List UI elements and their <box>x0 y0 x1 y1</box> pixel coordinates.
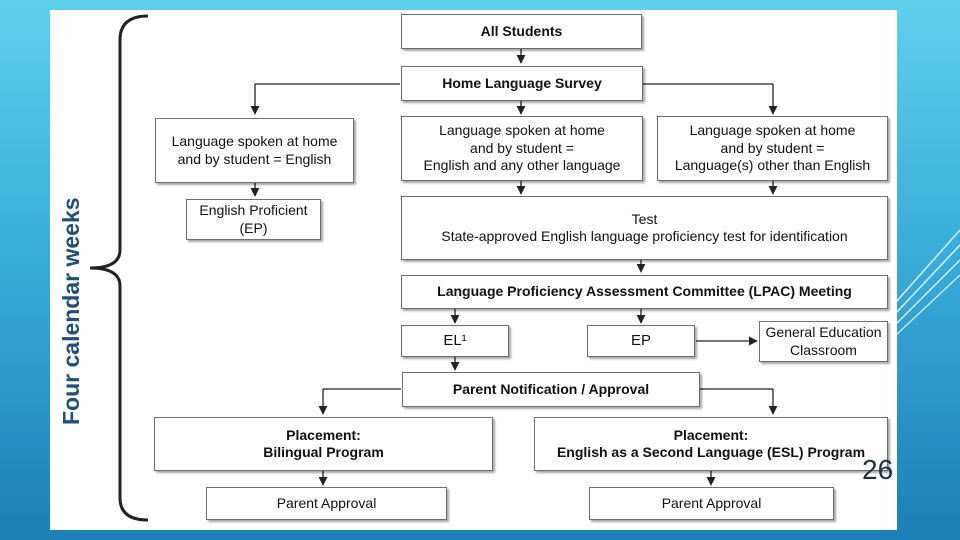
node-parent-approval-right-label: Parent Approval <box>661 494 762 511</box>
node-language-other-line1: Language spoken at home <box>689 122 856 139</box>
node-placement-bilingual-line2: Bilingual Program <box>263 444 384 460</box>
node-placement-esl-line2: English as a Second Language (ESL) Progr… <box>556 444 866 460</box>
node-all-students-label: All Students <box>480 22 563 39</box>
node-el: EL¹ <box>401 325 509 357</box>
node-home-language-survey: Home Language Survey <box>401 66 643 101</box>
node-general-education-line1: General Education <box>765 324 882 340</box>
node-placement-bilingual-line1: Placement: <box>286 426 361 443</box>
node-parent-approval-right: Parent Approval <box>589 487 834 520</box>
node-language-mixed-line3: English and any other language <box>423 157 621 174</box>
node-english-proficient-line1: English Proficient <box>199 202 308 218</box>
node-parent-notification: Parent Notification / Approval <box>402 372 700 407</box>
node-el-label: EL¹ <box>443 331 467 349</box>
page-number: 26 <box>862 454 894 485</box>
node-placement-bilingual: Placement: Bilingual Program <box>154 417 493 471</box>
node-language-other: Language spoken at home and by student =… <box>657 116 888 181</box>
node-parent-notification-label: Parent Notification / Approval <box>452 380 650 397</box>
node-home-language-survey-label: Home Language Survey <box>442 74 602 91</box>
node-parent-approval-left: Parent Approval <box>206 487 447 520</box>
node-lpac-meeting-label: Language Proficiency Assessment Committe… <box>437 283 852 300</box>
node-language-english: Language spoken at home and by student =… <box>155 118 354 183</box>
node-lpac-meeting: Language Proficiency Assessment Committe… <box>401 275 888 309</box>
node-ep: EP <box>587 325 695 357</box>
node-test-line1: Test <box>631 210 658 227</box>
node-placement-esl: Placement: English as a Second Language … <box>534 417 888 471</box>
node-language-mixed-line1: Language spoken at home <box>439 122 605 139</box>
node-general-education: General Education Classroom <box>759 321 888 362</box>
node-language-other-line2: and by student = <box>720 139 825 156</box>
node-general-education-line2: Classroom <box>790 341 857 358</box>
node-all-students: All Students <box>401 14 642 49</box>
node-language-other-line3: Language(s) other than English <box>674 157 871 174</box>
node-english-proficient: English Proficient (EP) <box>186 199 321 240</box>
curly-brace <box>89 14 149 522</box>
node-language-mixed: Language spoken at home and by student =… <box>401 116 643 181</box>
node-ep-label: EP <box>630 331 651 349</box>
node-language-mixed-line2: and by student = <box>470 139 574 156</box>
node-language-english-line1: Language spoken at home <box>171 133 338 149</box>
node-parent-approval-left-label: Parent Approval <box>276 494 377 511</box>
node-test: Test State-approved English language pro… <box>401 196 888 260</box>
node-language-english-line2: and by student = English <box>177 150 332 167</box>
node-placement-esl-line1: Placement: <box>673 426 749 443</box>
node-english-proficient-line2: (EP) <box>239 219 268 236</box>
node-test-line2: State-approved English language proficie… <box>441 228 848 244</box>
